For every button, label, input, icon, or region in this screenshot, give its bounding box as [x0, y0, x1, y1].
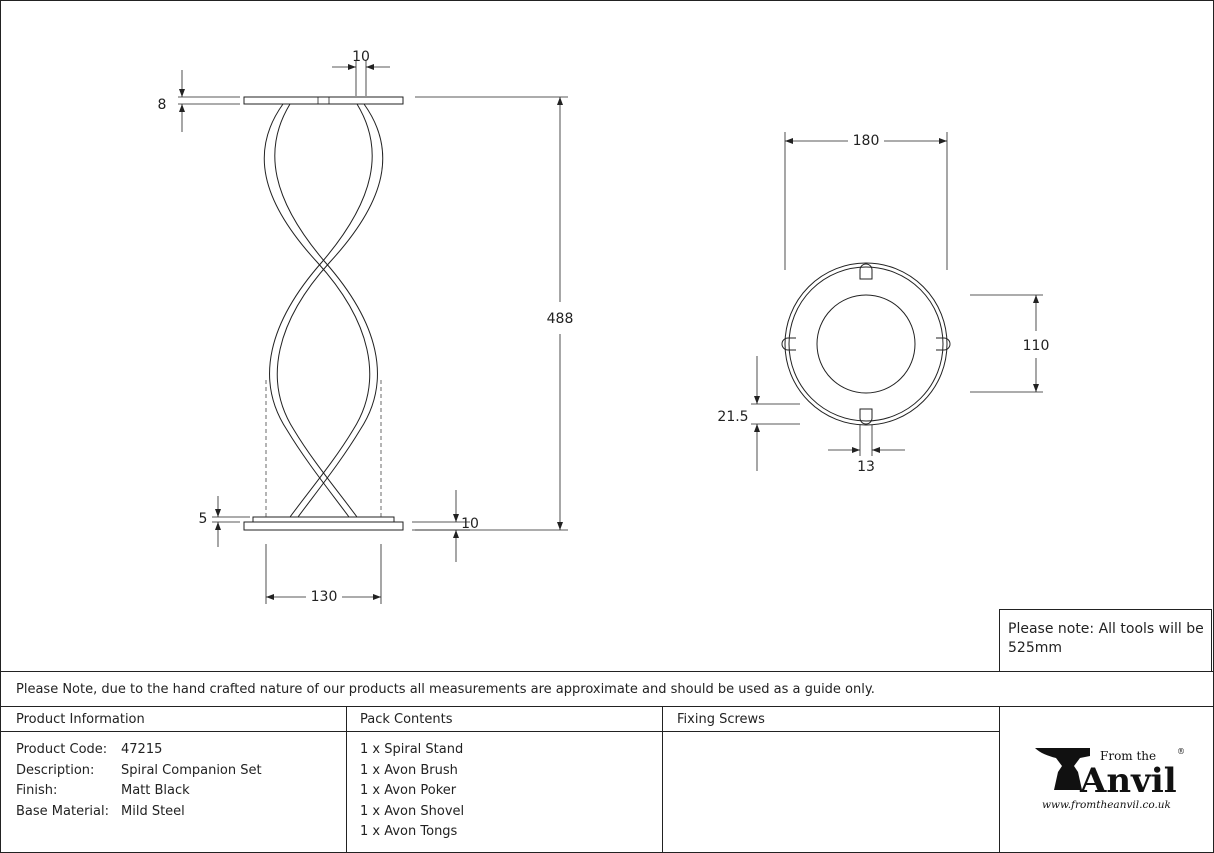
dim-base-plate: 10 [461, 516, 479, 532]
disclaimer-text: Please Note, due to the hand crafted nat… [16, 682, 875, 697]
pack-contents-header: Pack Contents [360, 712, 453, 727]
dim-notch-depth: 21.5 [717, 409, 748, 425]
note-box: Please note: All tools will be 525mm [999, 609, 1212, 672]
title-block: Please Note, due to the hand crafted nat… [0, 671, 1214, 853]
front-elevation: 10 8 488 5 10 [158, 49, 574, 605]
product-info-header: Product Information [16, 712, 145, 727]
dim-top-slot: 10 [352, 49, 370, 65]
dim-base-spread: 130 [311, 589, 338, 605]
pack-item: 1 x Spiral Stand [360, 742, 463, 757]
top-plate [243, 96, 404, 105]
base-material-value: Mild Steel [121, 804, 185, 819]
note-line-1: Please note: All tools will be [1008, 621, 1204, 637]
base-plate [243, 521, 404, 531]
pack-item: 1 x Avon Tongs [360, 824, 458, 839]
plan-view: 180 110 21.5 13 [717, 132, 1049, 475]
logo-registered: ® [1177, 747, 1185, 756]
dim-plan-diameter: 180 [853, 133, 880, 149]
plan-inner-ring [816, 294, 916, 394]
dim-inner-ring: 110 [1023, 338, 1050, 354]
finish-value: Matt Black [121, 783, 190, 798]
base-step [252, 516, 395, 523]
note-line-2: 525mm [1008, 640, 1062, 656]
pack-item: 1 x Avon Shovel [360, 804, 464, 819]
product-code-label: Product Code: [16, 742, 107, 757]
logo-from-the: From the [1100, 749, 1156, 763]
description-value: Spiral Companion Set [121, 763, 262, 778]
spiral-strand-b [276, 103, 384, 518]
product-code-value: 47215 [121, 742, 162, 757]
finish-label: Finish: [16, 783, 57, 798]
plan-outer-ring [784, 262, 948, 426]
dim-base-step: 5 [199, 511, 208, 527]
pack-item: 1 x Avon Brush [360, 763, 458, 778]
base-material-label: Base Material: [16, 804, 109, 819]
logo-url: www.fromtheanvil.co.uk [1042, 799, 1171, 811]
description-label: Description: [16, 763, 94, 778]
anvil-icon [1035, 748, 1090, 790]
dim-top-plate: 8 [158, 97, 167, 113]
dim-overall-height: 488 [547, 311, 574, 327]
spiral-strand-a [263, 103, 371, 518]
dim-notch-width: 13 [857, 459, 875, 475]
logo-word: Anvil [1079, 761, 1177, 801]
from-the-anvil-logo: From the ® Anvil www.fromtheanvil.co.uk [1035, 747, 1185, 811]
fixing-screws-header: Fixing Screws [677, 712, 765, 727]
pack-item: 1 x Avon Poker [360, 783, 457, 798]
